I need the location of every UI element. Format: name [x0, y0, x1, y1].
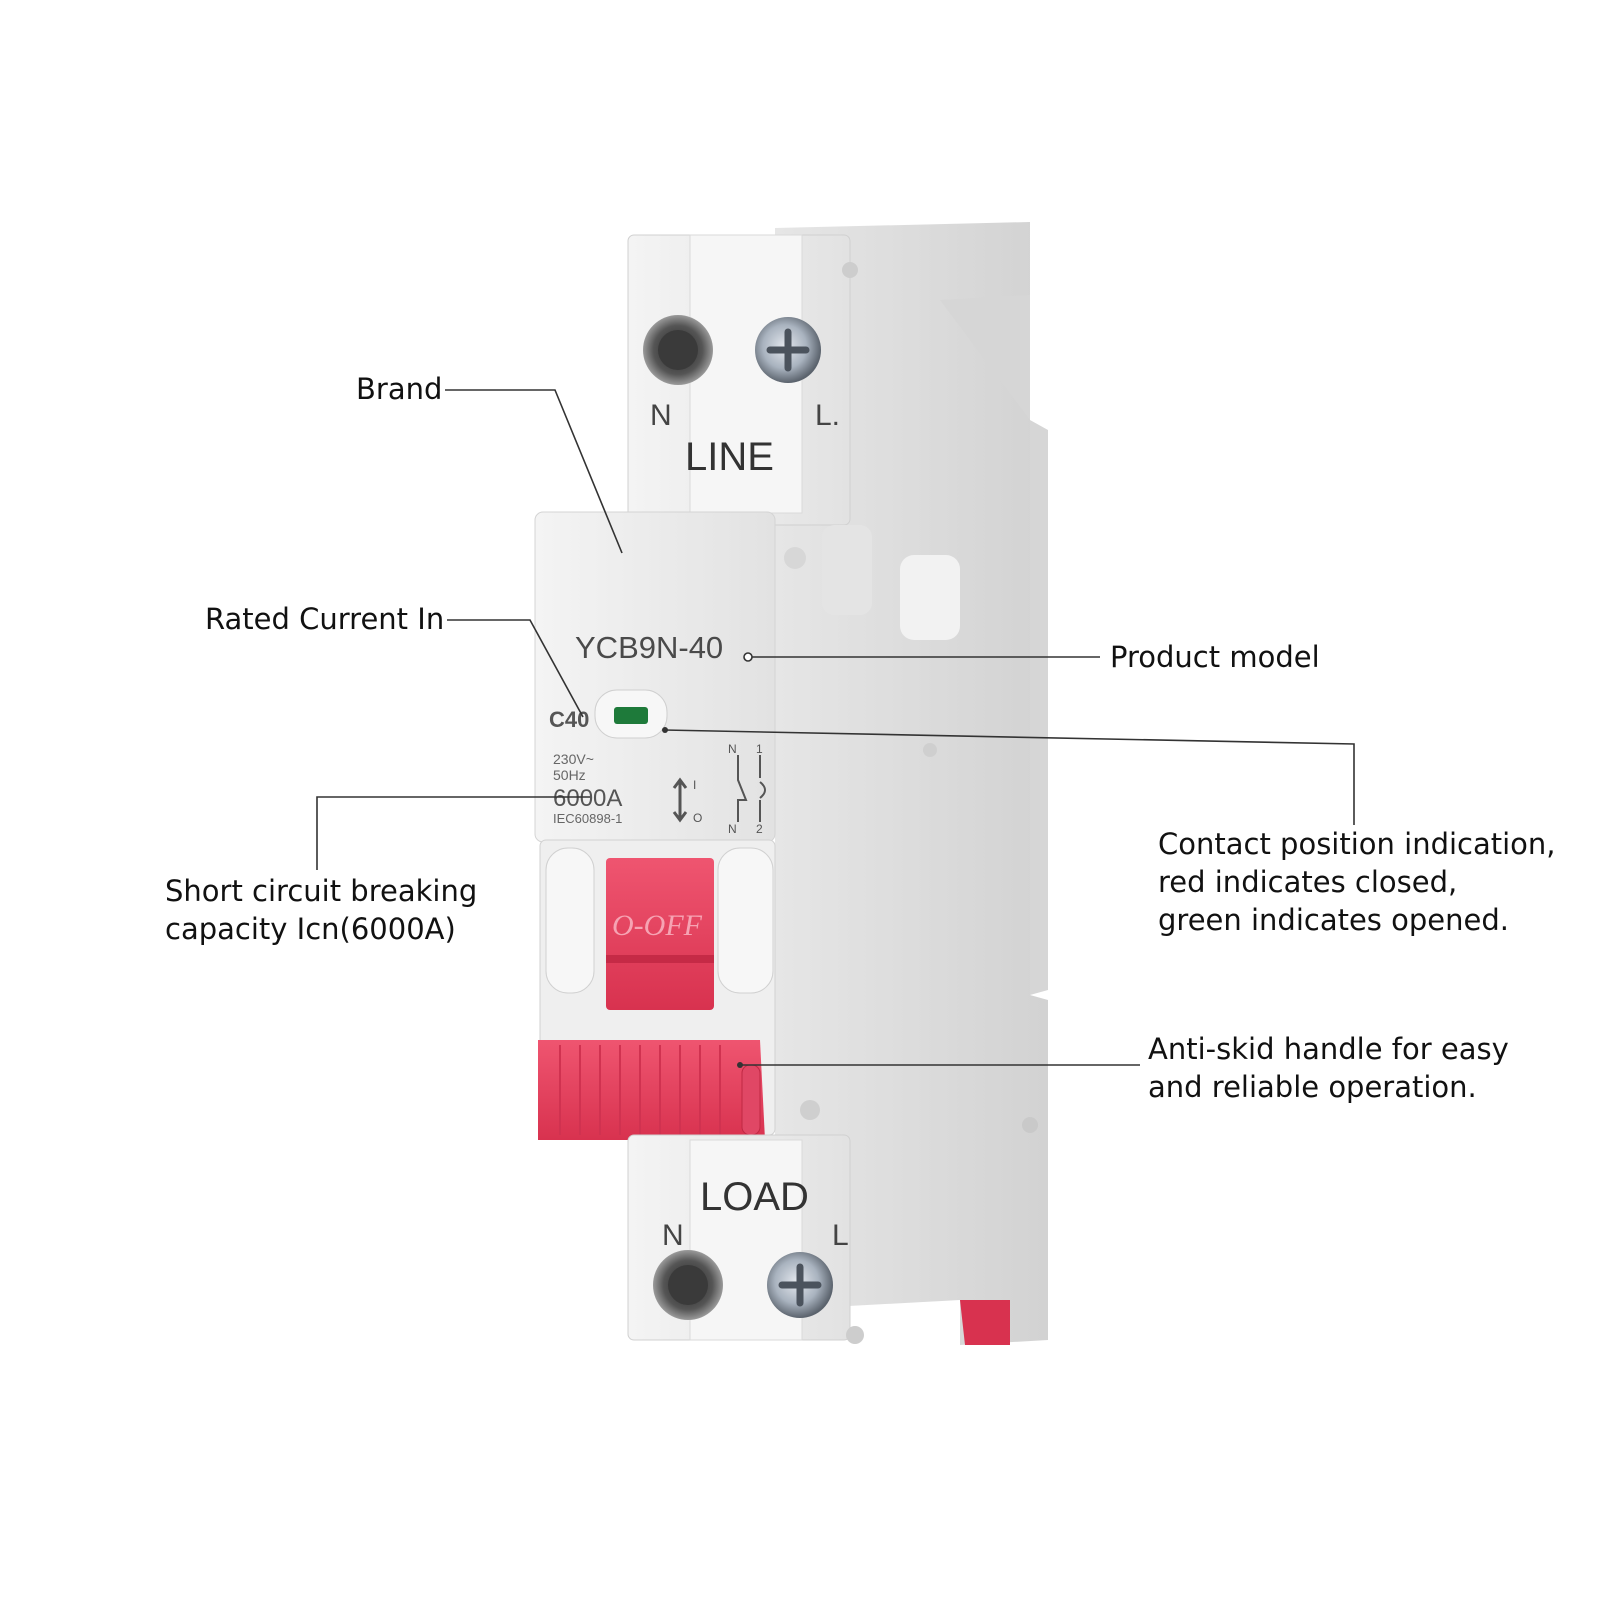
voltage-label: 230V~ — [553, 751, 594, 767]
callout-leader-lines — [316, 389, 1355, 1068]
switch-on-mark: I — [693, 778, 696, 792]
breaker-front-face: YCB9N-40 C40 230V~ 50Hz 6000A IEC60898-1… — [534, 511, 872, 843]
line-label: LINE — [685, 435, 774, 479]
breaking-capacity-callout: Short circuit breaking capacity Icn(6000… — [165, 872, 477, 948]
rated-current-callout: Rated Current In — [205, 602, 445, 636]
circuit-symbol-icon — [737, 755, 766, 822]
capacity-label: 6000A — [553, 785, 622, 812]
contact-indication-line-1: Contact position indication, — [1158, 827, 1556, 861]
contact-indication-leader — [663, 729, 1355, 825]
load-label: LOAD — [700, 1175, 809, 1219]
breaking-capacity-line-1: Short circuit breaking — [165, 874, 478, 908]
bottom-l-label: L — [832, 1219, 849, 1252]
standard-label: IEC60898-1 — [553, 811, 622, 826]
switch-off-mark: O — [693, 811, 702, 825]
diagram-n-bottom: N — [728, 822, 737, 836]
bottom-n-label: N — [662, 1219, 684, 1252]
breaking-capacity-leader — [316, 796, 590, 870]
diagram-n-top: N — [728, 742, 737, 756]
handle-line-1: Anti-skid handle for easy — [1148, 1032, 1509, 1066]
brand-callout: Brand — [356, 372, 443, 406]
din-clip-red — [960, 1300, 1010, 1345]
anti-skid-handle[interactable] — [538, 1040, 765, 1140]
rating-label: C40 — [549, 707, 589, 732]
line-terminal-block: N L. LINE — [627, 234, 858, 526]
contact-indicator-window — [614, 707, 648, 724]
side-window — [900, 555, 960, 640]
product-model-callout: Product model — [1110, 640, 1320, 674]
diagram-1: 1 — [756, 742, 763, 756]
frequency-label: 50Hz — [553, 767, 586, 783]
load-terminal-block: LOAD N L — [627, 1100, 864, 1344]
model-label: YCB9N-40 — [575, 630, 723, 665]
top-l-label: L. — [815, 399, 840, 432]
contact-indication-callout: Contact position indication, red indicat… — [1158, 825, 1556, 939]
diagram-2: 2 — [756, 822, 763, 836]
handle-upper — [606, 858, 714, 1010]
rated-current-leader — [447, 619, 584, 718]
contact-indication-line-2: red indicates closed, — [1158, 865, 1458, 899]
breaking-capacity-line-2: capacity Icn(6000A) — [165, 912, 456, 946]
contact-indication-line-3: green indicates opened. — [1158, 903, 1509, 937]
top-n-label: N — [650, 399, 672, 432]
handle-callout: Anti-skid handle for easy and reliable o… — [1148, 1030, 1509, 1106]
handle-line-2: and reliable operation. — [1148, 1070, 1477, 1104]
switch-direction-icon — [672, 777, 688, 823]
brand-leader — [445, 389, 623, 554]
handle-off-text: O-OFF — [612, 909, 703, 942]
